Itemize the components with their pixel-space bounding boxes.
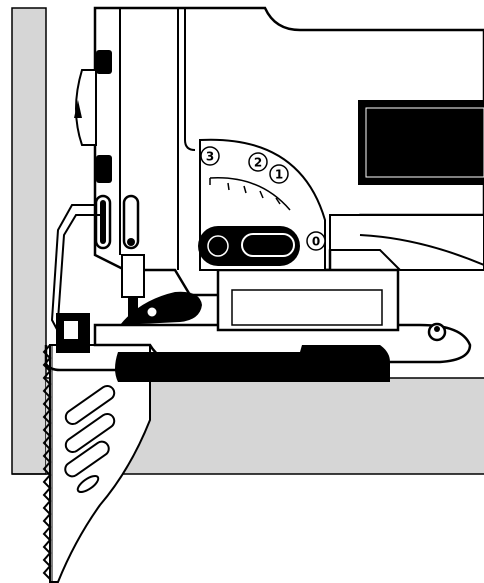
workpiece-horizontal-panel <box>46 378 484 474</box>
workpiece <box>11 7 484 475</box>
dial-setting-1-marker <box>269 164 289 184</box>
blade-slot-1 <box>64 384 116 426</box>
blade-teeth <box>42 344 52 580</box>
dial-setting-0-label: 0 <box>312 235 320 249</box>
workpiece-vertical-panel <box>11 7 47 475</box>
base-plate <box>93 322 472 382</box>
base-shoe <box>115 345 390 382</box>
housing-peg-top <box>96 50 112 74</box>
blade-slot-2 <box>64 412 116 454</box>
dial-setting-2-marker <box>248 152 268 172</box>
blade-holder-slot-right <box>122 194 140 250</box>
housing-peg-bottom <box>96 155 112 183</box>
saw-housing <box>93 6 484 332</box>
dial-setting-1-label: 1 <box>275 168 283 182</box>
saw-blade <box>42 344 151 583</box>
dial-setting-3-marker <box>200 146 220 166</box>
dial-setting-3-label: 3 <box>206 150 214 164</box>
dial-setting-0-marker <box>306 231 326 251</box>
blade-slot-3 <box>64 440 110 478</box>
dial-setting-2-label: 2 <box>254 156 262 170</box>
guide-roller <box>120 291 202 325</box>
plunger-rod <box>121 254 145 298</box>
dust-guard-wire <box>50 204 95 336</box>
front-knob <box>75 69 97 146</box>
blade-slot-4 <box>76 474 100 494</box>
orbital-dial: 3 2 1 0 <box>198 138 326 271</box>
blade-clamp-area <box>44 50 202 372</box>
